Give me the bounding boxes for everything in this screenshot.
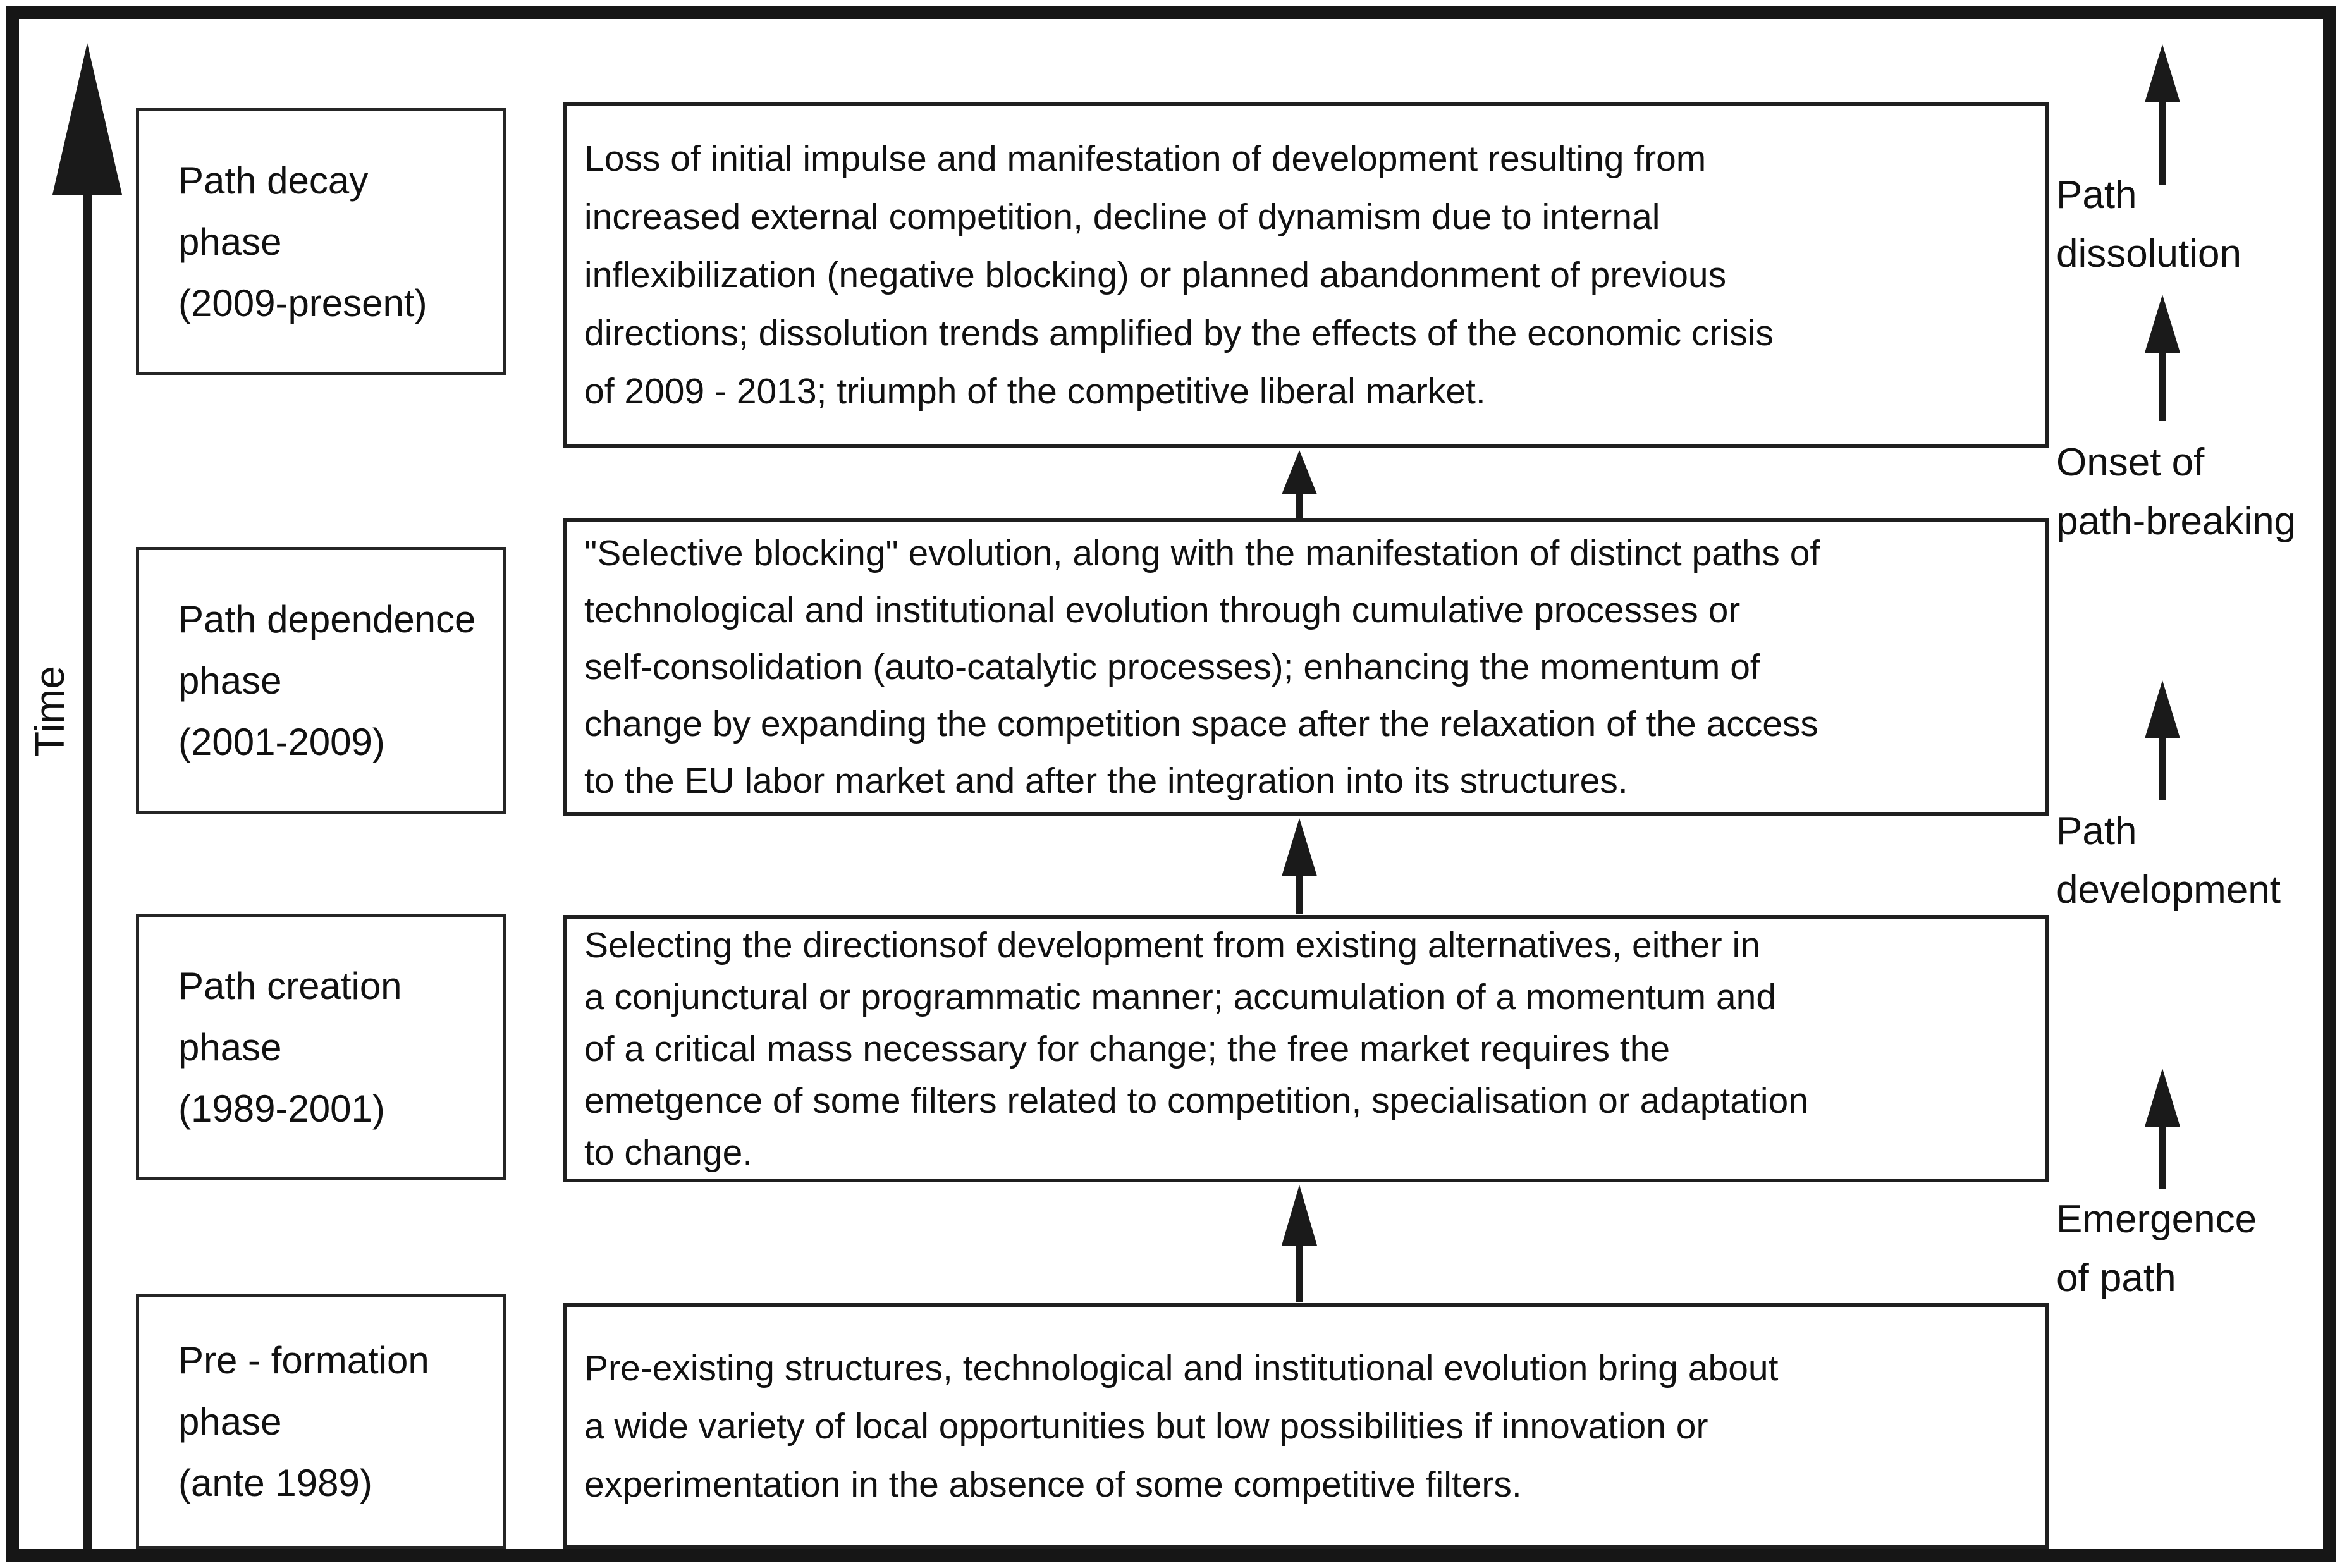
arrow-shaft	[1296, 494, 1303, 518]
phase-line: (1989-2001)	[178, 1087, 385, 1130]
description-line: self-consolidation (auto-catalytic proce…	[584, 647, 1760, 687]
description-line: "Selective blocking" evolution, along wi…	[584, 533, 1820, 573]
description-box-pre-formation: Pre-existing structures, technological a…	[563, 1303, 2049, 1549]
flow-up-arrow-icon	[1282, 1185, 1317, 1302]
arrow-shaft	[2159, 1127, 2166, 1189]
arrowhead-icon	[1282, 818, 1317, 876]
stage-label-path-development: Path development	[2056, 802, 2281, 919]
flow-up-arrow-icon	[1282, 450, 1317, 518]
description-line: a wide variety of local opportunities bu…	[584, 1406, 1708, 1447]
time-arrowhead-icon	[52, 43, 122, 195]
arrow-shaft	[1296, 1246, 1303, 1302]
stage-label-line: of path	[2056, 1256, 2176, 1300]
stage-label-line: path-breaking	[2056, 499, 2296, 543]
phase-line: Path decay	[178, 159, 369, 202]
description-line: Loss of initial impulse and manifestatio…	[584, 138, 1707, 179]
stage-label-line: dissolution	[2056, 232, 2241, 276]
description-line: inflexibilization (negative blocking) or…	[584, 254, 1727, 295]
stage-up-arrow-icon	[2145, 295, 2180, 421]
outer-frame	[6, 6, 2336, 1562]
description-line: Pre-existing structures, technological a…	[584, 1347, 1779, 1388]
phase-line: (2009-present)	[178, 281, 427, 324]
phase-line: Path dependence	[178, 597, 476, 640]
description-line: experimentation in the absence of some c…	[584, 1464, 1522, 1505]
description-line: of 2009 - 2013; triumph of the competiti…	[584, 371, 1486, 412]
stage-label-line: Path	[2056, 809, 2137, 853]
arrowhead-icon	[1282, 1185, 1317, 1246]
phase-line: phase	[178, 1400, 282, 1443]
arrowhead-icon	[2145, 44, 2180, 102]
stage-label-line: Path	[2056, 173, 2137, 217]
arrow-shaft	[2159, 353, 2166, 421]
arrow-shaft	[2159, 738, 2166, 800]
description-line: Selecting the directionsof development f…	[584, 924, 1760, 965]
stage-label-line: Onset of	[2056, 441, 2205, 484]
description-box-path-dependence: "Selective blocking" evolution, along wi…	[563, 518, 2049, 816]
phase-line: phase	[178, 1026, 282, 1069]
phase-line: (ante 1989)	[178, 1461, 372, 1504]
flow-up-arrow-icon	[1282, 818, 1317, 914]
description-line: technological and institutional evolutio…	[584, 590, 1741, 630]
arrowhead-icon	[1282, 450, 1317, 494]
stage-label-line: development	[2056, 868, 2281, 912]
description-line: of a critical mass necessary for change;…	[584, 1028, 1671, 1069]
phase-line: (2001-2009)	[178, 720, 385, 763]
time-axis-arrow-icon	[52, 43, 122, 1549]
stage-up-arrow-icon	[2145, 680, 2180, 800]
phase-line: phase	[178, 659, 282, 702]
phase-line: Path creation	[178, 964, 402, 1007]
stage-up-arrow-icon	[2145, 1069, 2180, 1189]
arrowhead-icon	[2145, 680, 2180, 738]
description-line: to the EU labor market and after the int…	[584, 761, 1628, 801]
phase-box-path-dependence: Path dependence phase (2001-2009)	[136, 547, 506, 814]
phase-line: phase	[178, 220, 282, 263]
arrow-shaft	[1296, 876, 1303, 914]
time-axis-label: Time	[26, 665, 73, 757]
phase-line: Pre - formation	[178, 1338, 429, 1381]
description-line: a conjunctural or programmatic manner; a…	[584, 976, 1777, 1017]
phase-box-path-decay: Path decay phase (2009-present)	[136, 108, 506, 375]
stage-label-emergence-of-path: Emergence of path	[2056, 1190, 2257, 1308]
description-box-path-creation: Selecting the directionsof development f…	[563, 915, 2049, 1182]
arrow-shaft	[2159, 102, 2166, 185]
time-arrow-shaft	[83, 195, 92, 1549]
description-box-path-decay: Loss of initial impulse and manifestatio…	[563, 102, 2049, 448]
description-line: directions; dissolution trends amplified…	[584, 312, 1774, 353]
description-line: increased external competition, decline …	[584, 196, 1660, 237]
stage-label-onset-of-path-breaking: Onset of path-breaking	[2056, 433, 2296, 551]
description-line: emetgence of some filters related to com…	[584, 1080, 1808, 1121]
arrowhead-icon	[2145, 1069, 2180, 1127]
stage-label-line: Emergence	[2056, 1197, 2257, 1241]
description-line: change by expanding the competition spac…	[584, 704, 1818, 744]
phase-box-path-creation: Path creation phase (1989-2001)	[136, 914, 506, 1180]
arrowhead-icon	[2145, 295, 2180, 353]
stage-label-path-dissolution: Path dissolution	[2056, 166, 2241, 283]
phase-box-pre-formation: Pre - formation phase (ante 1989)	[136, 1294, 506, 1549]
description-line: to change.	[584, 1132, 753, 1173]
stage-up-arrow-icon	[2145, 44, 2180, 185]
